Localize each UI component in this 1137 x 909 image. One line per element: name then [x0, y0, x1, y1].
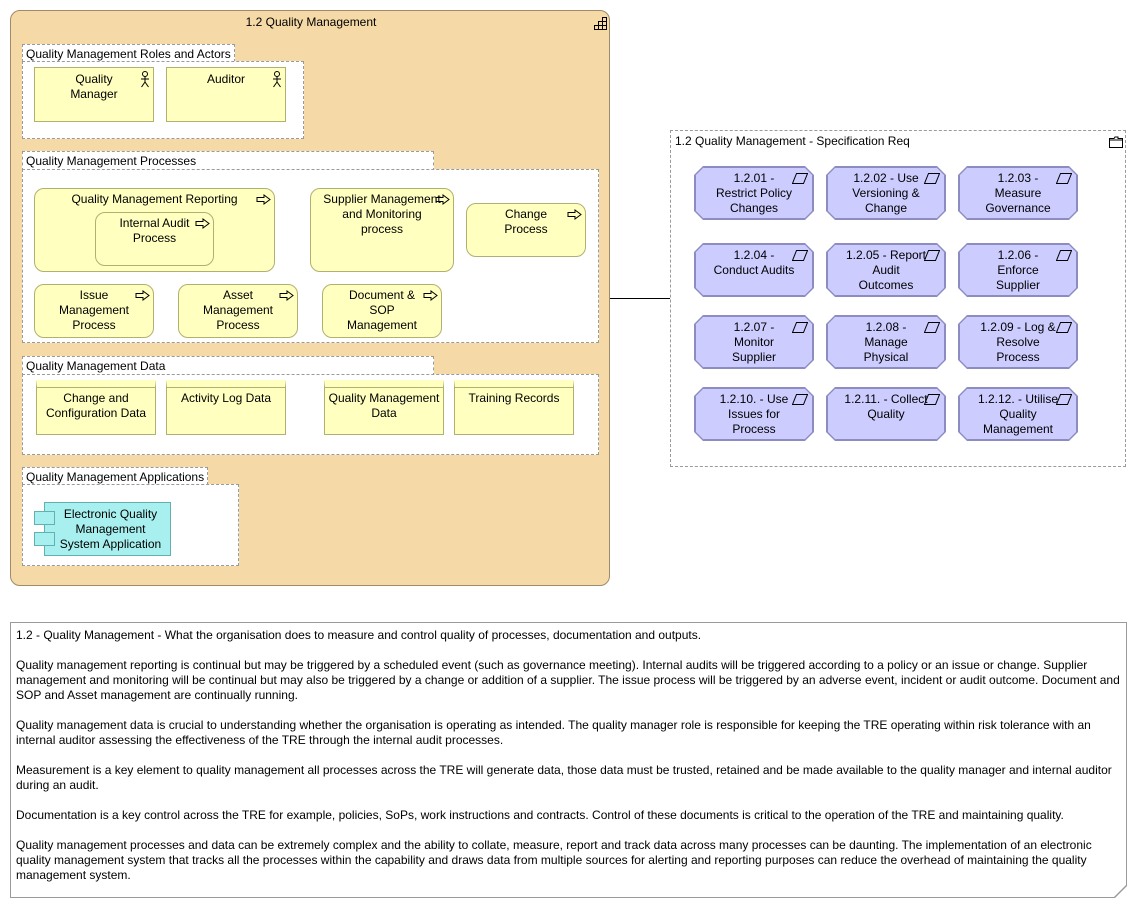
group-roles-tab: Quality Management Roles and Actors: [22, 44, 235, 62]
application-component-icon: [34, 532, 55, 546]
requirement-icon: [924, 322, 940, 333]
note-paragraph: Documentation is a key control across th…: [16, 808, 1064, 822]
requirement-icon: [924, 173, 940, 184]
requirement-label: 1.2.09 - Log & Resolve Process: [980, 320, 1056, 364]
data-object-qm-data[interactable]: Quality Management Data: [324, 380, 444, 435]
group-applications-tab: Quality Management Applications: [22, 467, 209, 485]
description-note: 1.2 - Quality Management - What the orga…: [11, 623, 1126, 897]
process-arrow-icon: [256, 194, 271, 205]
actor-quality-manager[interactable]: Quality Manager: [34, 67, 154, 122]
application-eqms[interactable]: Electronic Quality Management System App…: [44, 502, 171, 556]
process-arrow-icon: [567, 209, 582, 220]
data-object-label: Activity Log Data: [180, 391, 272, 405]
requirement-label: 1.2.12. - Utilise Quality Management: [977, 392, 1059, 436]
requirement-icon: [792, 394, 808, 405]
process-supplier[interactable]: Supplier Management and Monitoring proce…: [310, 188, 454, 272]
group-data-tabstrip: [22, 356, 434, 376]
actor-label: Auditor: [206, 72, 246, 86]
requirement-box[interactable]: 1.2.02 - Use Versioning & Change: [827, 167, 945, 219]
note-paragraph: Quality management processes and data ca…: [16, 838, 1092, 882]
data-object-label: Change and Configuration Data: [45, 391, 147, 420]
requirement-label: 1.2.05 - Report Audit Outcomes: [845, 248, 927, 292]
process-label: Document & SOP Management: [346, 288, 418, 332]
note-paragraph: Quality management data is crucial to un…: [16, 718, 1091, 747]
note-paragraph: 1.2 - Quality Management - What the orga…: [16, 628, 702, 642]
process-label: Supplier Management and Monitoring proce…: [323, 192, 441, 236]
requirement-icon: [792, 173, 808, 184]
application-label: Electronic Quality Management System App…: [59, 507, 162, 551]
requirement-label: 1.2.01 - Restrict Policy Changes: [715, 171, 792, 215]
process-arrow-icon: [135, 290, 150, 301]
requirement-label: 1.2.10. - Use Issues for Process: [719, 392, 789, 436]
group-processes-tab: Quality Management Processes: [26, 154, 197, 168]
group-processes-tabstrip: [22, 151, 434, 171]
requirement-icon: [924, 394, 940, 405]
requirement-icon: [924, 250, 940, 261]
actor-icon: [273, 71, 281, 88]
process-asset[interactable]: Asset Management Process: [178, 284, 298, 338]
requirement-label: 1.2.07 - Monitor Supplier: [731, 320, 777, 364]
capability-icon: [594, 17, 607, 30]
process-internal-audit[interactable]: Internal Audit Process: [95, 212, 214, 266]
actor-auditor[interactable]: Auditor: [166, 67, 286, 122]
requirement-box[interactable]: 1.2.01 - Restrict Policy Changes: [695, 167, 813, 219]
requirement-box[interactable]: 1.2.08 - Manage Physical: [827, 316, 945, 368]
requirement-label: 1.2.06 - Enforce Supplier: [995, 248, 1041, 292]
requirement-label: 1.2.11. - Collect Quality: [844, 392, 928, 421]
data-object-change-config[interactable]: Change and Configuration Data: [36, 380, 156, 435]
process-document-sop[interactable]: Document & SOP Management: [322, 284, 442, 338]
folder-icon: [1109, 136, 1123, 148]
data-object-training-records[interactable]: Training Records: [454, 380, 574, 435]
application-component-icon: [34, 511, 55, 525]
requirement-icon: [1056, 173, 1072, 184]
capability-title: 1.2 Quality Management: [245, 15, 377, 29]
requirement-icon: [1056, 322, 1072, 333]
process-label: Quality Management Reporting: [71, 192, 238, 206]
requirement-box[interactable]: 1.2.06 - Enforce Supplier: [959, 244, 1077, 296]
requirement-box[interactable]: 1.2.09 - Log & Resolve Process: [959, 316, 1077, 368]
requirement-icon: [792, 250, 808, 261]
actor-label: Quality Manager: [70, 72, 118, 101]
requirement-box[interactable]: 1.2.10. - Use Issues for Process: [695, 388, 813, 440]
data-object-activity-log[interactable]: Activity Log Data: [166, 380, 286, 435]
requirement-box[interactable]: 1.2.12. - Utilise Quality Management: [959, 388, 1077, 440]
actor-icon: [141, 71, 149, 88]
process-arrow-icon: [423, 290, 438, 301]
group-data-tab: Quality Management Data: [26, 359, 166, 373]
requirement-icon: [1056, 394, 1072, 405]
requirement-box[interactable]: 1.2.03 - Measure Governance: [959, 167, 1077, 219]
data-object-label: Quality Management Data: [328, 391, 440, 420]
note-paragraph: Quality management reporting is continua…: [16, 658, 1120, 702]
process-arrow-icon: [435, 194, 450, 205]
process-issue[interactable]: Issue Management Process: [34, 284, 154, 338]
requirement-box[interactable]: 1.2.11. - Collect Quality: [827, 388, 945, 440]
requirement-icon: [792, 322, 808, 333]
connector-line: [610, 298, 671, 299]
process-label: Change Process: [504, 207, 548, 236]
requirement-label: 1.2.02 - Use Versioning & Change: [852, 171, 920, 215]
data-object-label: Training Records: [468, 391, 560, 405]
process-label: Asset Management Process: [202, 288, 274, 332]
requirement-box[interactable]: 1.2.05 - Report Audit Outcomes: [827, 244, 945, 296]
process-arrow-icon: [279, 290, 294, 301]
spec-group-title: 1.2 Quality Management - Specification R…: [675, 134, 910, 148]
note-paragraph: Measurement is a key element to quality …: [16, 763, 1112, 792]
process-label: Internal Audit Process: [119, 216, 190, 245]
process-change[interactable]: Change Process: [466, 203, 586, 257]
requirement-icon: [1056, 250, 1072, 261]
requirement-label: 1.2.04 - Conduct Audits: [713, 248, 795, 277]
process-label: Issue Management Process: [58, 288, 130, 332]
requirement-label: 1.2.03 - Measure Governance: [985, 171, 1051, 215]
requirement-label: 1.2.08 - Manage Physical: [863, 320, 909, 364]
requirement-box[interactable]: 1.2.07 - Monitor Supplier: [695, 316, 813, 368]
process-arrow-icon: [195, 218, 210, 229]
requirement-box[interactable]: 1.2.04 - Conduct Audits: [695, 244, 813, 296]
